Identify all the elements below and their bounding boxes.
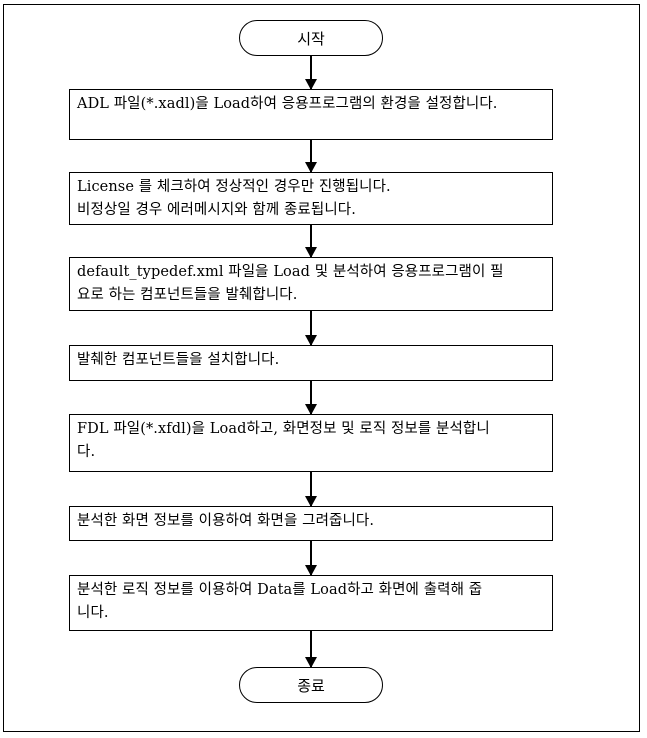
arrow-step-2-to-step-3 xyxy=(305,225,317,258)
step-5-line-1: FDL 파일(*.xfdl)을 Load하고, 화면정보 및 로직 정보를 분석… xyxy=(77,421,490,437)
arrow-step-4-to-step-5 xyxy=(305,381,317,415)
step-3-line-1: default_typedef.xml 파일을 Load 및 분석하여 응용프로… xyxy=(77,264,504,280)
step-4-line-1: 발췌한 컴포넌트들을 설치합니다. xyxy=(77,352,280,368)
step-3-box: default_typedef.xml 파일을 Load 및 분석하여 응용프로… xyxy=(69,257,553,311)
diagram-frame xyxy=(3,4,640,732)
step-3-line-2: 요로 하는 컴포넌트들을 발췌합니다. xyxy=(77,287,298,303)
step-2-box: License 를 체크하여 정상적인 경우만 진행됩니다. 비정상일 경우 에… xyxy=(69,172,553,225)
step-5-line-2: 다. xyxy=(77,444,96,460)
step-5-box: FDL 파일(*.xfdl)을 Load하고, 화면정보 및 로직 정보를 분석… xyxy=(69,414,553,472)
start-label: 시작 xyxy=(297,29,325,48)
step-6-line-1: 분석한 화면 정보를 이용하여 화면을 그려줍니다. xyxy=(77,513,375,529)
arrow-step-7-to-end xyxy=(305,631,317,668)
step-6-box: 분석한 화면 정보를 이용하여 화면을 그려줍니다. xyxy=(69,506,553,541)
step-1-box: ADL 파일(*.xadl)을 Load하여 응용프로그램의 환경을 설정합니다… xyxy=(69,89,553,140)
arrow-step-5-to-step-6 xyxy=(305,472,317,507)
arrow-step-3-to-step-4 xyxy=(305,311,317,346)
step-2-line-1: License 를 체크하여 정상적인 경우만 진행됩니다. xyxy=(77,179,391,195)
arrow-step-6-to-step-7 xyxy=(305,541,317,576)
end-label: 종료 xyxy=(297,676,325,695)
step-4-box: 발췌한 컴포넌트들을 설치합니다. xyxy=(69,345,553,381)
step-2-line-2: 비정상일 경우 에러메시지와 함께 종료됩니다. xyxy=(77,202,356,218)
step-7-box: 분석한 로직 정보를 이용하여 Data를 Load하고 화면에 출력해 줍 니… xyxy=(69,575,553,631)
step-7-line-1: 분석한 로직 정보를 이용하여 Data를 Load하고 화면에 출력해 줍 xyxy=(77,582,483,598)
arrow-step-1-to-step-2 xyxy=(305,140,317,173)
step-1-line-1: ADL 파일(*.xadl)을 Load하여 응용프로그램의 환경을 설정합니다… xyxy=(77,96,498,112)
step-7-line-2: 니다. xyxy=(77,605,109,621)
arrow-start-to-step-1 xyxy=(305,56,317,90)
end-terminal: 종료 xyxy=(239,667,383,703)
start-terminal: 시작 xyxy=(239,20,383,56)
